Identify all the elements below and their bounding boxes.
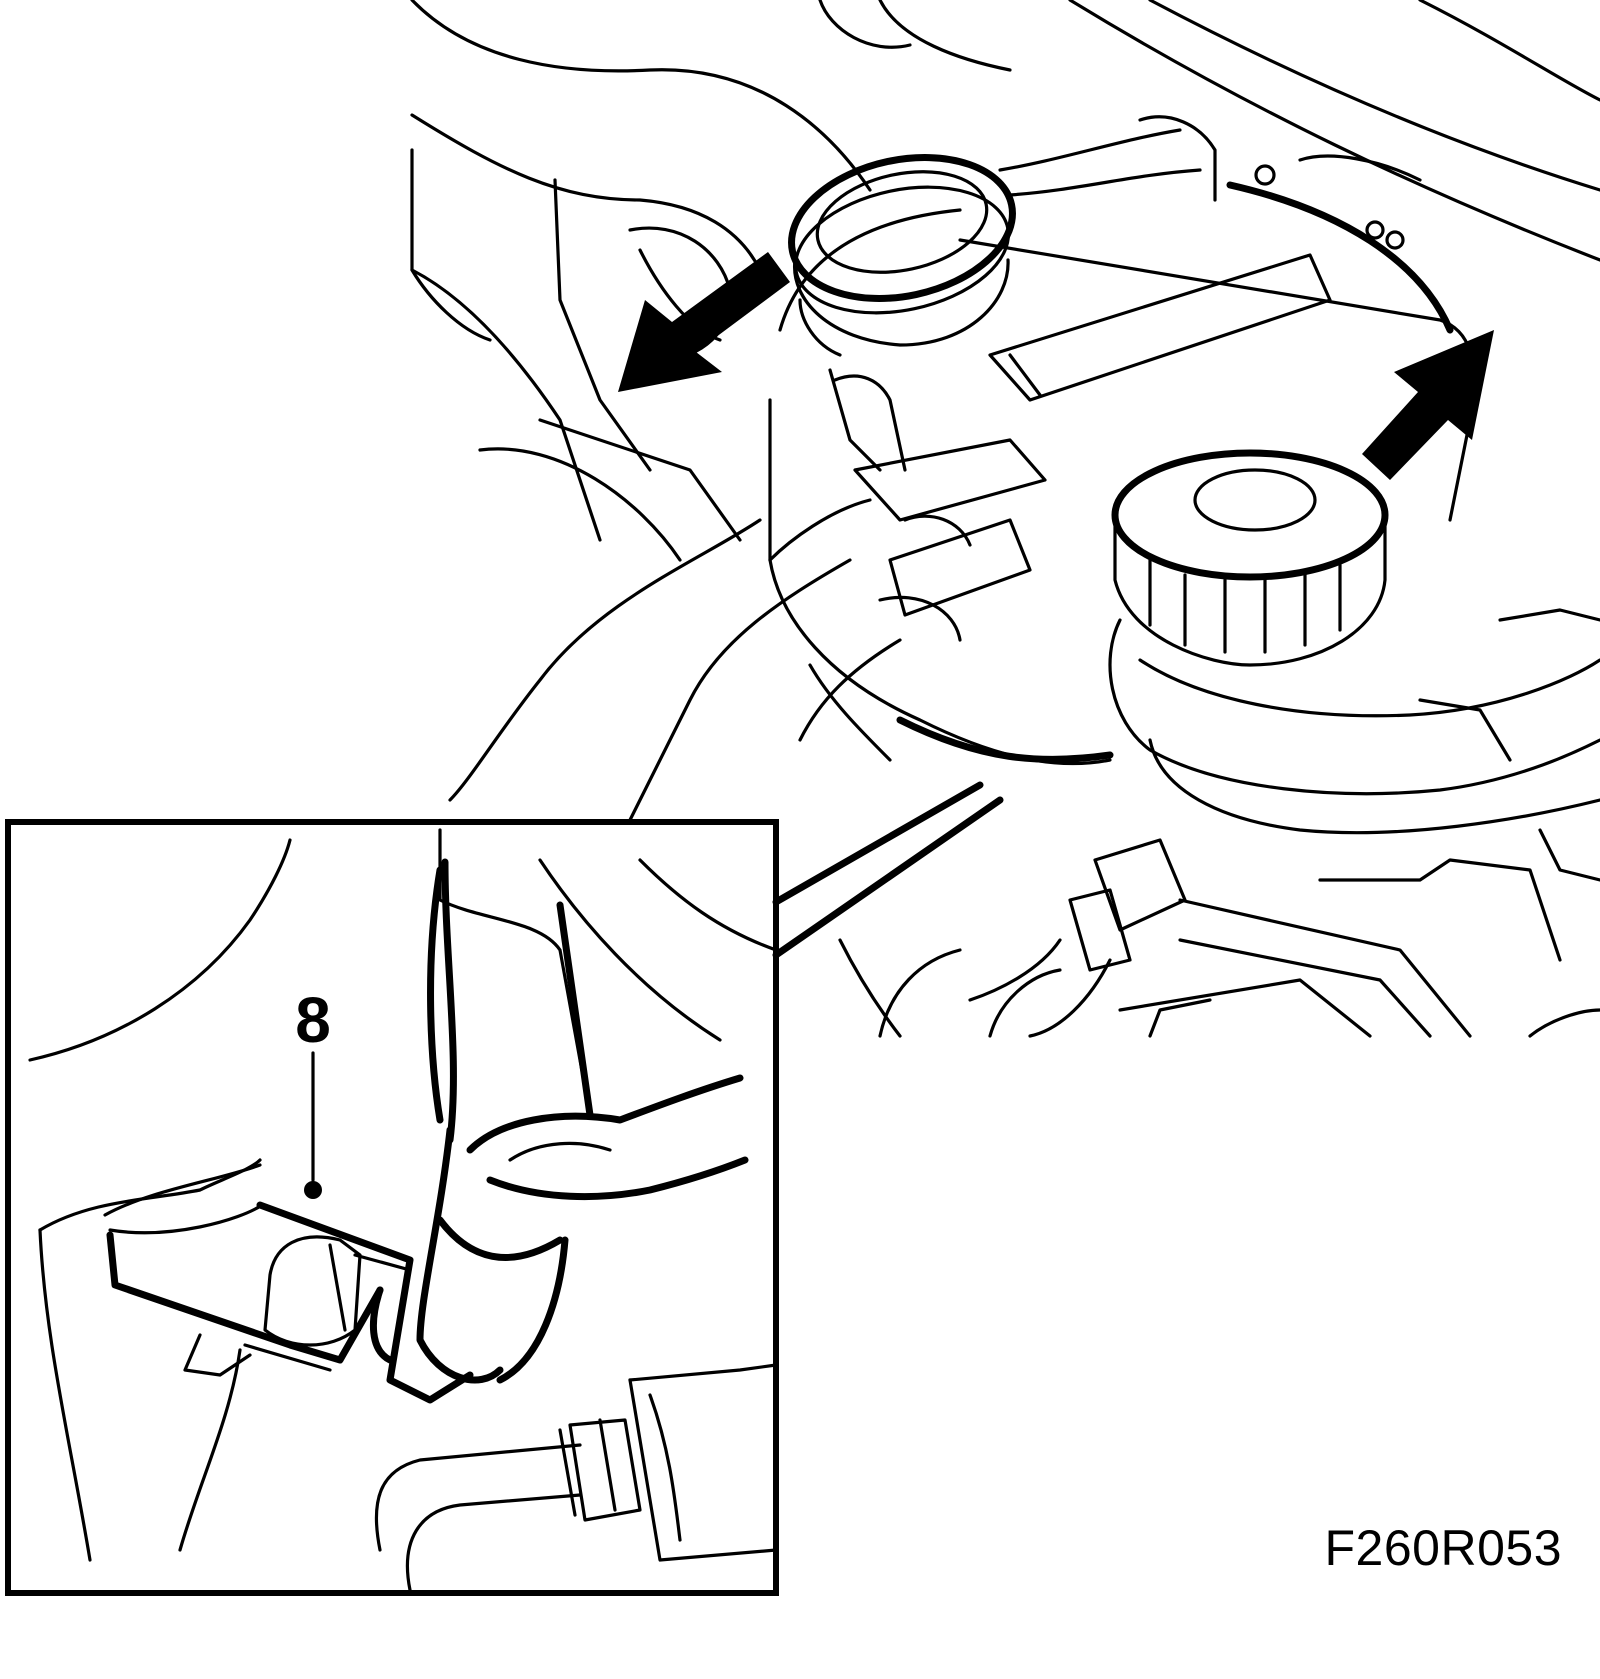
main-view <box>410 0 1600 1038</box>
figure-code: F260R053 <box>1324 1520 1562 1576</box>
inset-detail <box>5 781 1004 1596</box>
callout-8: 8 <box>295 984 331 1056</box>
